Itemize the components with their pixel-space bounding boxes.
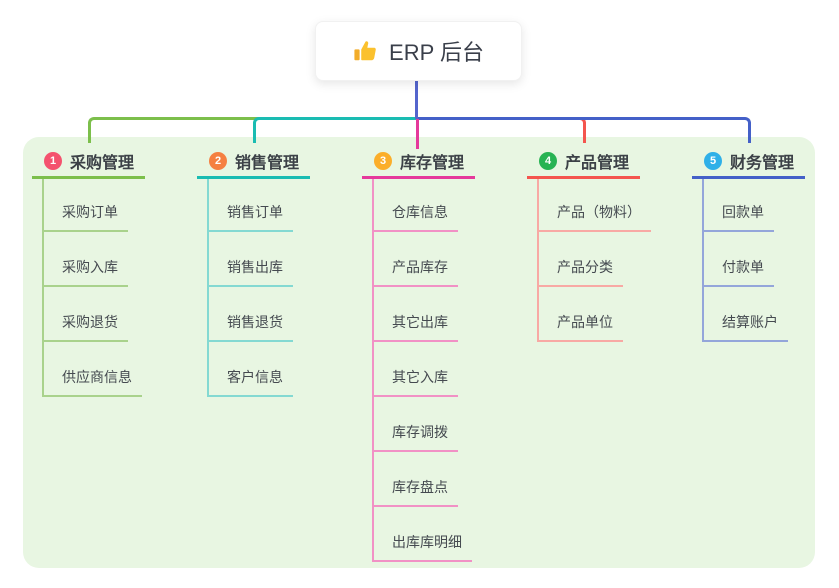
branch-4-child-line — [537, 179, 539, 342]
branch-title-chanpin[interactable]: 4 产品管理 — [527, 146, 640, 179]
node-fukuandan[interactable]: 付款单 — [702, 257, 774, 287]
branch-1-child-line — [42, 179, 44, 397]
branch-title-caiwu[interactable]: 5 财务管理 — [692, 146, 805, 179]
node-xiaoshou-chuku[interactable]: 销售出库 — [207, 257, 293, 287]
node-caigou-tuihuo[interactable]: 采购退货 — [42, 312, 128, 342]
connector-branch-2 — [253, 117, 418, 143]
node-caigou-ruku[interactable]: 采购入库 — [42, 257, 128, 287]
branch-title-kucun[interactable]: 3 库存管理 — [362, 146, 475, 179]
branch-5-badge: 5 — [704, 152, 722, 170]
branch-3-child-line — [372, 179, 374, 562]
branch-5-label: 财务管理 — [730, 155, 795, 172]
node-chanpin-kucun[interactable]: 产品库存 — [372, 257, 458, 287]
branch-3-badge: 3 — [374, 152, 392, 170]
node-jiesuan-zhanghu[interactable]: 结算账户 — [702, 312, 788, 342]
node-huikuandan[interactable]: 回款单 — [702, 202, 774, 232]
node-chanpin-fenlei[interactable]: 产品分类 — [537, 257, 623, 287]
root-title: ERP 后台 — [389, 40, 484, 65]
node-kucun-pandian[interactable]: 库存盘点 — [372, 477, 458, 507]
branch-4-badge: 4 — [539, 152, 557, 170]
branch-4-label: 产品管理 — [565, 155, 630, 172]
connector-branch-5 — [418, 117, 751, 143]
root-stem-line — [415, 81, 418, 119]
thumbs-up-icon — [354, 41, 376, 61]
branch-2-label: 销售管理 — [235, 155, 300, 172]
node-chanpin-wuliao[interactable]: 产品（物料） — [537, 202, 651, 232]
branch-3-label: 库存管理 — [400, 155, 465, 172]
branch-1-label: 采购管理 — [70, 155, 135, 172]
branch-2-badge: 2 — [209, 152, 227, 170]
branch-5-child-line — [702, 179, 704, 342]
node-chuku-mingxi[interactable]: 出库库明细 — [372, 532, 472, 562]
branch-title-caigou[interactable]: 1 采购管理 — [32, 146, 145, 179]
node-qita-ruku[interactable]: 其它入库 — [372, 367, 458, 397]
node-cangku-xinxi[interactable]: 仓库信息 — [372, 202, 458, 232]
connector-branch-1 — [88, 117, 418, 143]
connector-branch-3 — [416, 119, 419, 149]
node-kucun-diaobo[interactable]: 库存调拨 — [372, 422, 458, 452]
node-chanpin-danwei[interactable]: 产品单位 — [537, 312, 623, 342]
branch-2-child-line — [207, 179, 209, 397]
root-node[interactable]: ERP 后台 — [315, 21, 522, 81]
node-kehu-xinxi[interactable]: 客户信息 — [207, 367, 293, 397]
node-xiaoshou-dingdan[interactable]: 销售订单 — [207, 202, 293, 232]
node-qita-chuku[interactable]: 其它出库 — [372, 312, 458, 342]
node-gongyingshang[interactable]: 供应商信息 — [42, 367, 142, 397]
node-caigou-dingdan[interactable]: 采购订单 — [42, 202, 128, 232]
branches-panel — [23, 137, 815, 568]
branch-title-xiaoshou[interactable]: 2 销售管理 — [197, 146, 310, 179]
node-xiaoshou-tuihuo[interactable]: 销售退货 — [207, 312, 293, 342]
branch-1-badge: 1 — [44, 152, 62, 170]
